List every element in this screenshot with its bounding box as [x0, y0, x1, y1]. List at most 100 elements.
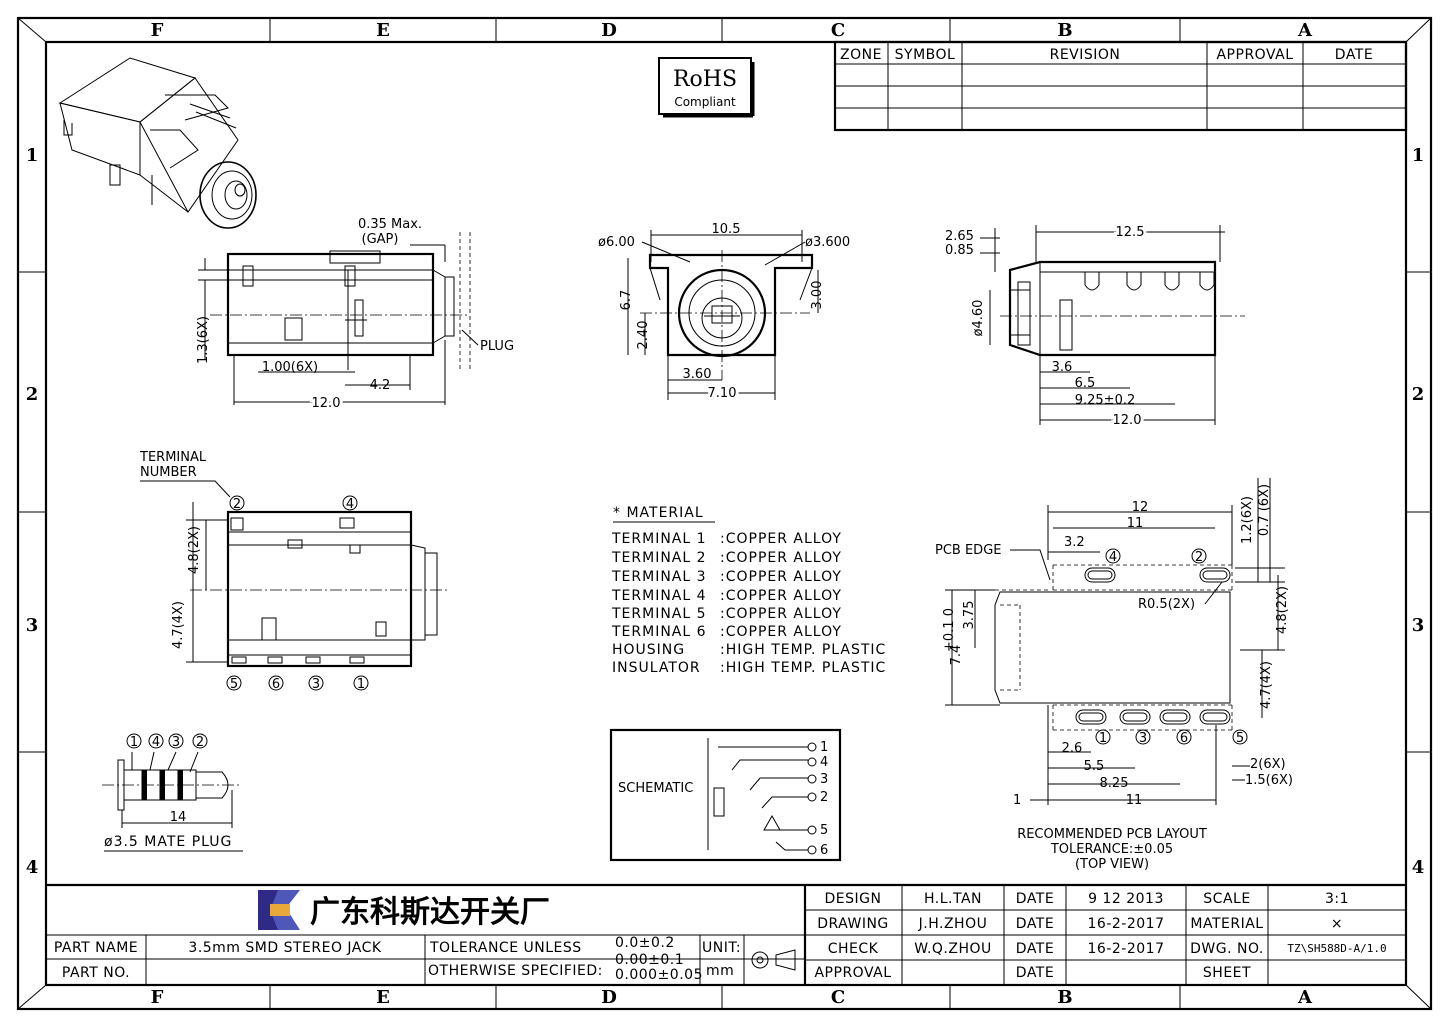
material-row-8-part: INSULATOR	[612, 660, 701, 676]
tb-drawing-date: 16-2-2017	[1088, 916, 1165, 932]
zone-row-2-left: 2	[26, 384, 39, 405]
pcb-d-26: 2.6	[1062, 741, 1083, 756]
pcb-caption-2: TOLERANCE:±0.05	[1050, 842, 1173, 857]
material-row-6-value: :COPPER ALLOY	[720, 624, 842, 640]
tolerance-label-2: OTHERWISE SPECIFIED:	[428, 963, 603, 979]
tb-check-role: CHECK	[828, 941, 879, 957]
rohs-subtitle: Compliant	[674, 95, 736, 109]
material-row-2-value: :COPPER ALLOY	[720, 550, 842, 566]
pcb-dim-12: 12	[1132, 500, 1149, 515]
tolerance-v2: 0.00±0.1	[615, 952, 684, 968]
front-right-dim: 3.00	[810, 281, 825, 310]
right-d1: 3.6	[1052, 360, 1073, 375]
isometric-view	[58, 57, 257, 229]
right-top-dim: 2.65	[945, 229, 974, 244]
side-pin-width: 1.00(6X)	[262, 360, 318, 375]
right-d2: 6.5	[1075, 376, 1096, 391]
zone-row-4-left: 4	[26, 857, 39, 878]
plug-caption: ø3.5 MATE PLUG	[104, 834, 232, 850]
side-view: 1.3(6X) 0.35 Max. (GAP) PLUG 12.0 12.0 4…	[196, 217, 514, 414]
zone-row-3-right: 3	[1412, 615, 1425, 636]
rev-header-date: DATE	[1335, 47, 1373, 63]
terminal-label-1: TERMINAL	[139, 450, 207, 465]
terminal-label-2: NUMBER	[140, 465, 197, 480]
pcb-d-48: 4.8(2X)	[1275, 586, 1290, 634]
rev-header-revision: REVISION	[1050, 47, 1121, 63]
pcb-d-11b: 11	[1126, 793, 1143, 808]
tb-approval-role: APPROVAL	[814, 965, 891, 981]
terminal-1-bottom: 1	[357, 677, 365, 692]
schematic-pin-6: 6	[820, 843, 828, 858]
plug-label-2: 2	[196, 735, 204, 750]
terminal-4-top: 4	[346, 497, 354, 512]
tb-material-label: MATERIAL	[1190, 916, 1263, 932]
pcb-d-15: 1.5(6X)	[1245, 773, 1293, 788]
tb-check-date: 16-2-2017	[1088, 941, 1165, 957]
zone-row-3-left: 3	[26, 615, 39, 636]
mate-plug: 1 4 3 2 14 ø3.5 MATE PLUG	[102, 733, 243, 852]
part-name-value: 3.5mm SMD STEREO JACK	[188, 940, 382, 956]
tb-scale-value: 3:1	[1325, 891, 1349, 907]
front-half-dim: 3.60	[683, 367, 712, 382]
plug-length-dim: 14	[170, 810, 187, 825]
tb-sheet-label: SHEET	[1203, 965, 1251, 981]
material-row-1-value: :COPPER ALLOY	[720, 531, 842, 547]
tb-drawing-role: DRAWING	[817, 916, 889, 932]
front-center-dim: 2.40	[636, 321, 651, 350]
schematic-pin-5: 5	[820, 823, 828, 838]
front-width-dim: 10.5	[712, 222, 741, 237]
svg-text:12.5: 12.5	[1116, 225, 1145, 240]
tb-approval-date-label: DATE	[1016, 965, 1054, 981]
zone-row-4-right: 4	[1412, 857, 1425, 878]
tb-dwg-label: DWG. NO.	[1190, 941, 1264, 957]
tb-drawing-name: J.H.ZHOU	[918, 916, 988, 932]
terminal-3-bottom: 3	[312, 677, 320, 692]
pcb-pad-1: 1	[1099, 731, 1107, 746]
rev-header-zone: ZONE	[840, 47, 882, 63]
top-dim-b: 4.7(4X)	[171, 601, 186, 649]
plug-label-4: 4	[152, 735, 160, 750]
zone-col-c-top: C	[831, 20, 845, 41]
side-offset-dim: 4.2	[370, 378, 391, 393]
material-row-4-value: :COPPER ALLOY	[720, 588, 842, 604]
material-row-2-part: TERMINAL 2	[611, 550, 707, 566]
zone-col-f-bottom: F	[151, 987, 164, 1008]
rohs-title: RoHS	[673, 67, 737, 92]
side-height-dim: 1.3(6X)	[196, 316, 211, 364]
pcb-pad-6: 6	[1180, 731, 1188, 746]
right-d4: 12.0	[1113, 413, 1142, 428]
tolerance-v1: 0.0±0.2	[615, 935, 675, 951]
title-block: 广东科斯达开关厂 PART NAME 3.5mm SMD STEREO JACK…	[46, 883, 1406, 985]
material-row-3-part: TERMINAL 3	[611, 569, 707, 585]
pcb-dim-11: 11	[1127, 516, 1144, 531]
tb-scale-label: SCALE	[1203, 891, 1250, 907]
zone-row-2-right: 2	[1412, 384, 1425, 405]
part-no-label: PART NO.	[62, 965, 130, 981]
pcb-pad-3: 3	[1139, 731, 1147, 746]
tb-check-date-label: DATE	[1016, 941, 1054, 957]
pcb-d-1-2: 1.2(6X)	[1240, 496, 1255, 544]
zone-col-f-top: F	[151, 20, 164, 41]
material-title: * MATERIAL	[613, 505, 704, 521]
zone-col-a-bottom: A	[1297, 987, 1313, 1008]
zone-col-d-top: D	[601, 20, 617, 41]
svg-text:12.0: 12.0	[312, 396, 341, 411]
front-hole-dim: ø6.00	[598, 235, 635, 250]
front-hole2-dim: ø3.600	[805, 235, 850, 250]
pcb-pad-4: 4	[1109, 550, 1117, 565]
right-view: 12.5 12.5 2.65 0.85 ø4.60 3.6 6.5 9.25±0…	[945, 222, 1245, 431]
front-bottom-dim: 7.10	[708, 386, 737, 401]
zone-col-a-top: A	[1297, 20, 1313, 41]
side-gap-sub: (GAP)	[362, 232, 399, 247]
terminal-2-top: 2	[233, 497, 241, 512]
side-gap-label: 0.35 Max.	[358, 217, 422, 232]
inner-border	[44, 40, 1408, 987]
plug-label-3: 3	[172, 735, 180, 750]
front-view: 10.5 ø6.00 ø3.600 6.7 2.40 3.00 3.60 7.1…	[598, 222, 850, 404]
right-dia-dim: ø4.60	[971, 300, 986, 337]
pcb-caption-1: RECOMMENDED PCB LAYOUT	[1017, 827, 1207, 842]
schematic-pin-2: 2	[820, 790, 828, 805]
top-dim-a: 4.8(2X)	[187, 526, 202, 574]
unit-label: UNIT:	[702, 940, 741, 956]
